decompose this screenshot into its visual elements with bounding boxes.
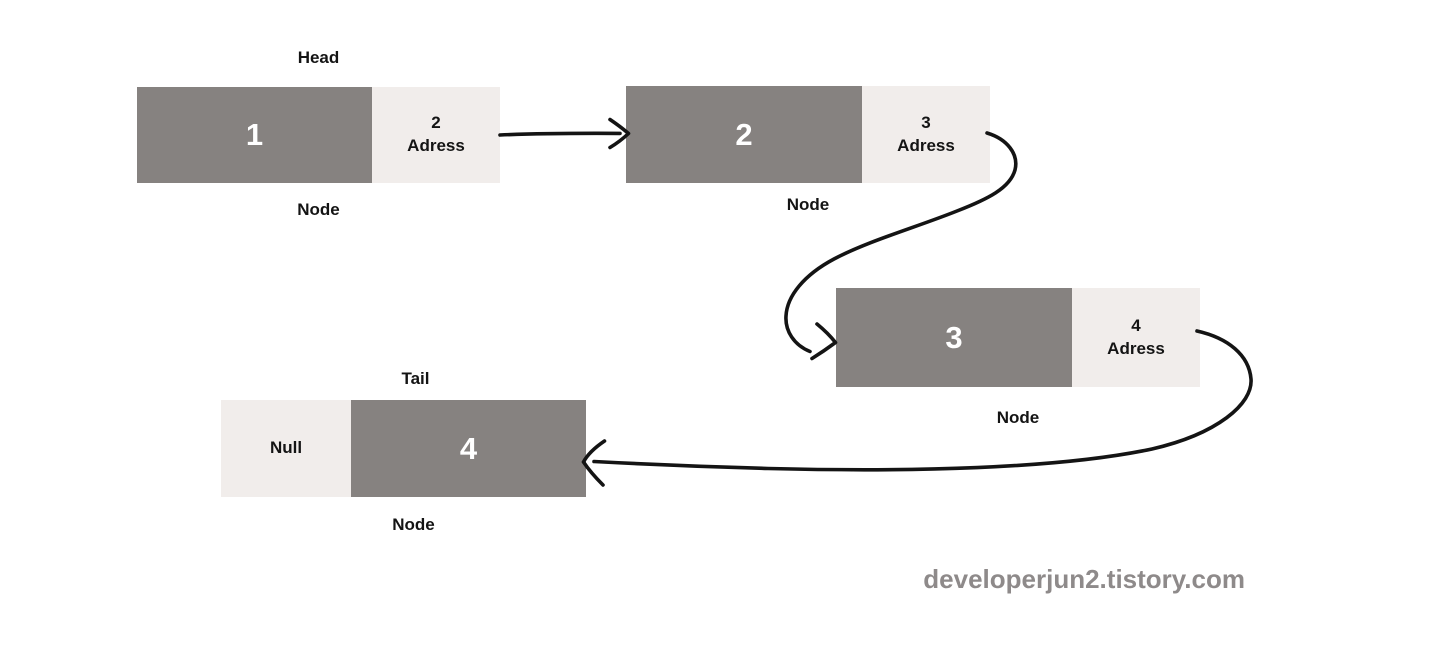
- node-4: Null 4: [221, 400, 586, 497]
- arrowhead-left-icon: [581, 439, 607, 487]
- arrow-node1-to-node2: [498, 117, 631, 150]
- node-3: 3 4 Adress: [836, 288, 1200, 387]
- node-2-address-cell: 3 Adress: [862, 86, 990, 183]
- node-1: 1 2 Adress: [137, 87, 500, 183]
- node-1-address-line1: 2: [431, 113, 441, 133]
- node-4-data-cell: 4: [351, 400, 586, 497]
- node-3-address-line2: Adress: [1107, 338, 1165, 358]
- watermark: developerjun2.tistory.com: [923, 564, 1245, 594]
- node-2-address-line2: Adress: [897, 135, 955, 155]
- node-2-data-cell: 2: [626, 86, 862, 183]
- tail-label: Tail: [401, 369, 430, 388]
- node-2-address-line1: 3: [921, 112, 931, 132]
- node-1-label: Node: [297, 200, 340, 219]
- node-1-address-line2: Adress: [407, 136, 465, 155]
- node-3-data-cell: 3: [836, 288, 1072, 387]
- node-3-address-cell: 4 Adress: [1072, 288, 1200, 387]
- node-2-label: Node: [786, 195, 830, 214]
- node-4-address-cell: Null: [221, 400, 351, 497]
- node-3-label: Node: [996, 408, 1040, 427]
- node-3-address-line1: 4: [1131, 315, 1141, 335]
- arrowhead-downright-icon: [810, 322, 838, 361]
- head-label: Head: [297, 48, 340, 67]
- node-1-data-cell: 1: [137, 87, 372, 183]
- node-4-label: Node: [392, 515, 435, 534]
- node-1-address-cell: 2 Adress: [372, 87, 500, 183]
- node-4-address-line1: Null: [269, 438, 303, 458]
- node-2: 2 3 Adress: [626, 86, 990, 183]
